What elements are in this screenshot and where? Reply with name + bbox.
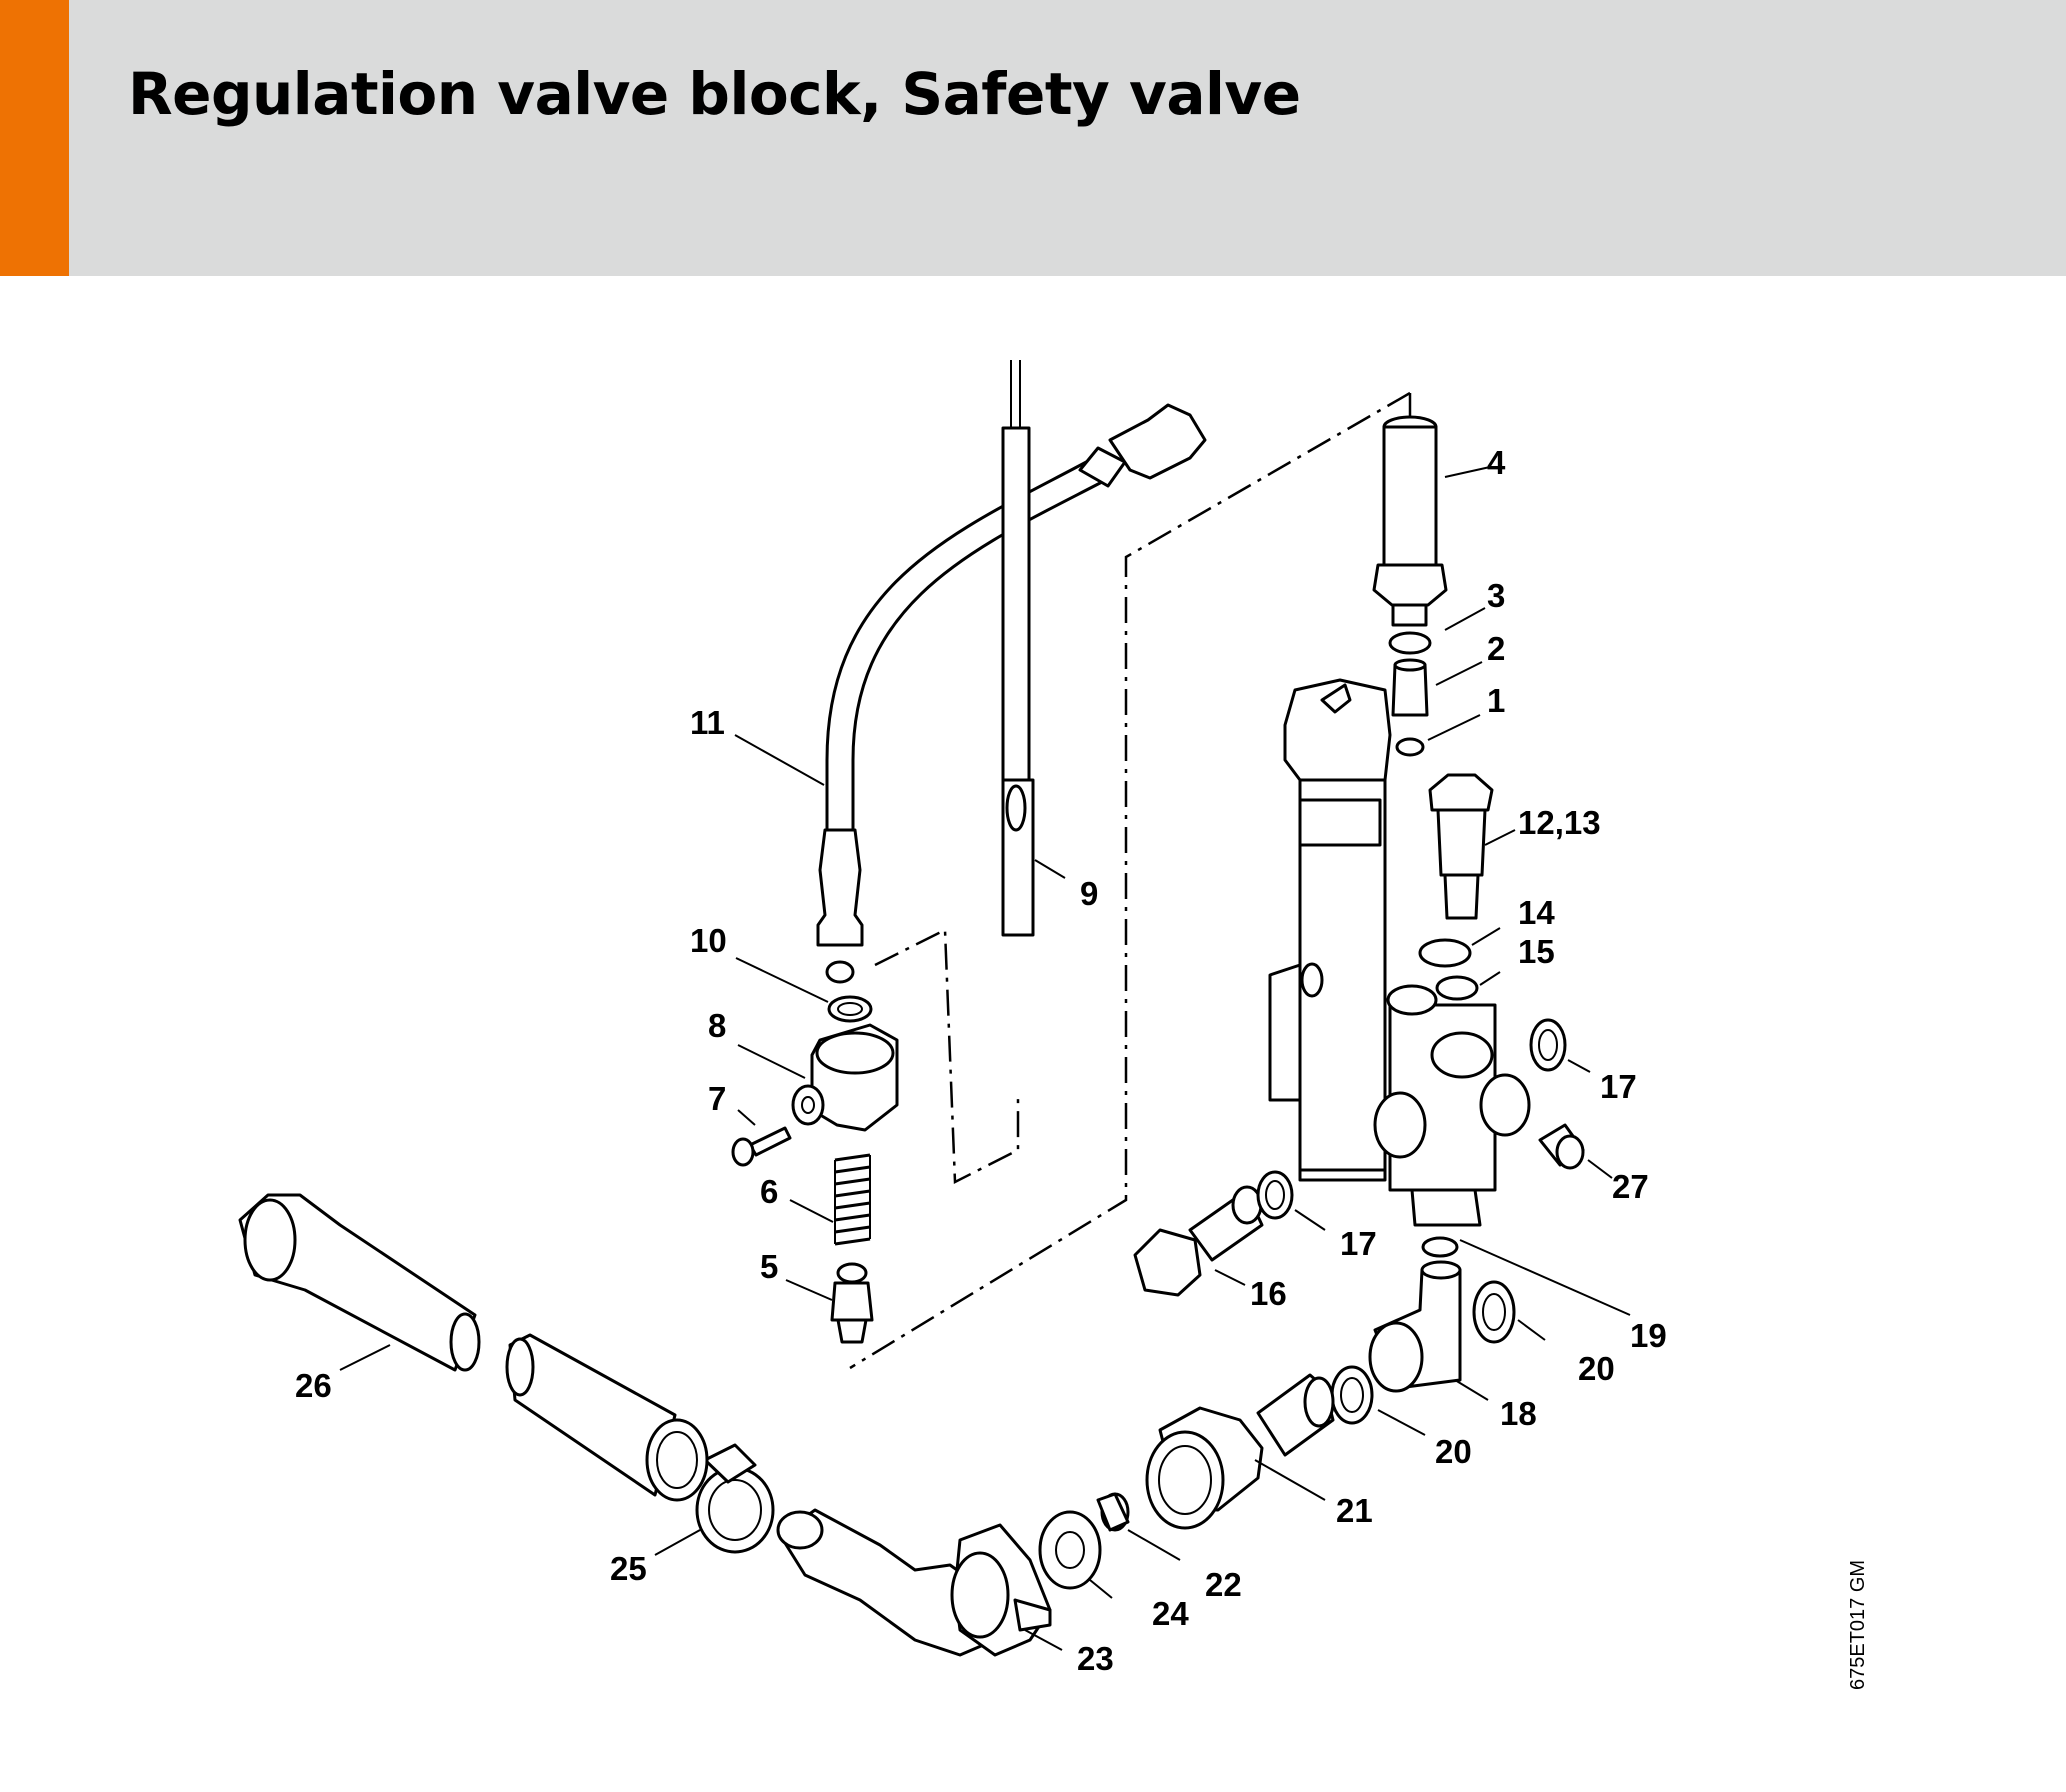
o-ring-15	[1435, 975, 1479, 1001]
pressure-pipe	[816, 403, 1207, 984]
callout-12-13: 12,13	[1518, 804, 1601, 841]
callout-17-right: 17	[1600, 1068, 1637, 1105]
o-ring-10	[827, 995, 873, 1023]
callout-1: 1	[1487, 682, 1505, 719]
callout-21: 21	[1336, 1492, 1373, 1529]
callout-8: 8	[708, 1007, 726, 1044]
header-bar: Regulation valve block, Safety valve	[0, 0, 2066, 276]
callout-15: 15	[1518, 933, 1555, 970]
accent-stripe	[0, 0, 69, 276]
callout-26: 26	[295, 1367, 332, 1404]
o-ring-3	[1388, 631, 1432, 655]
sensor-rod	[1001, 360, 1035, 937]
callout-19: 19	[1630, 1317, 1667, 1354]
callout-4: 4	[1487, 444, 1506, 481]
callout-7: 7	[708, 1080, 726, 1117]
screw-7	[731, 1126, 792, 1167]
o-ring-17-right	[1529, 1018, 1567, 1072]
inlet-fitting	[1145, 1373, 1335, 1530]
callout-25: 25	[610, 1550, 647, 1587]
callout-16: 16	[1250, 1275, 1287, 1312]
callout-6: 6	[760, 1173, 778, 1210]
elbow-fitting	[1368, 1260, 1462, 1393]
o-ring-17-left	[1256, 1170, 1294, 1220]
callout-24: 24	[1152, 1595, 1189, 1632]
suction-hose	[238, 1193, 709, 1502]
callout-11: 11	[690, 704, 725, 741]
o-ring-14	[1418, 938, 1472, 968]
valve-piston	[1428, 773, 1494, 920]
callout-14: 14	[1518, 894, 1555, 931]
callout-3: 3	[1487, 577, 1505, 614]
sensor-boundary-line	[874, 928, 1020, 1184]
strainer	[1096, 1492, 1130, 1532]
banjo-bolt	[1133, 1185, 1264, 1297]
safety-valve-cap	[1372, 415, 1448, 627]
spring	[834, 1153, 871, 1246]
hose-elbow	[776, 1508, 1052, 1657]
callout-17-left: 17	[1340, 1225, 1377, 1262]
valve-housing	[791, 1023, 899, 1132]
callout-18: 18	[1500, 1395, 1537, 1432]
regulation-valve-block	[1268, 678, 1531, 1227]
callout-20-right: 20	[1578, 1350, 1615, 1387]
callout-23: 23	[1077, 1640, 1114, 1677]
o-ring-1	[1395, 737, 1425, 757]
valve-insert-2	[1391, 658, 1429, 717]
washer-24	[1038, 1510, 1102, 1590]
plug-27	[1538, 1123, 1585, 1170]
leader-lines	[339, 466, 1631, 1651]
callout-20-left: 20	[1435, 1433, 1472, 1470]
page-title: Regulation valve block, Safety valve	[128, 60, 1301, 128]
valve-insert	[830, 1262, 874, 1344]
callout-2: 2	[1487, 630, 1505, 667]
o-ring-19	[1421, 1236, 1459, 1258]
callout-27: 27	[1612, 1168, 1649, 1205]
callout-5: 5	[760, 1248, 778, 1285]
assembly-boundary-line	[849, 391, 1411, 1370]
o-ring-20-left	[1330, 1365, 1374, 1425]
o-ring-20-right	[1472, 1280, 1516, 1344]
callout-10: 10	[690, 922, 727, 959]
drawing-code: 675ET017 GM	[1847, 1559, 1869, 1690]
callout-9: 9	[1080, 875, 1098, 912]
callout-22: 22	[1205, 1566, 1242, 1603]
hose-clamp	[695, 1443, 775, 1554]
